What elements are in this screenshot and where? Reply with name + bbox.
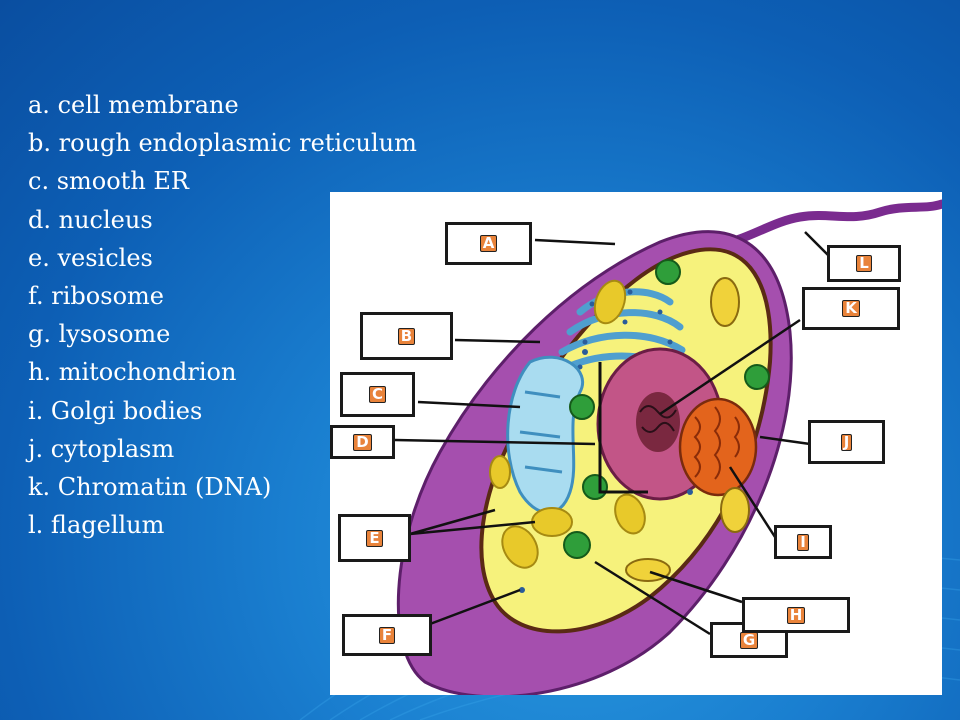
label-box-k: K bbox=[802, 287, 900, 330]
legend-item-h: h. mitochondrion bbox=[28, 358, 237, 387]
label-box-b: B bbox=[360, 312, 453, 360]
legend-item-f: f. ribosome bbox=[28, 282, 164, 311]
lysosomes bbox=[563, 259, 770, 559]
legend-item-e: e. vesicles bbox=[28, 243, 153, 272]
legend-item-b: b. rough endoplasmic reticulum bbox=[28, 129, 417, 158]
label-box-f: F bbox=[342, 614, 432, 656]
mitochondrion-small-2 bbox=[720, 487, 750, 533]
legend-item-j: j. cytoplasm bbox=[28, 434, 175, 463]
label-box-a: A bbox=[445, 222, 532, 265]
legend-item-d: d. nucleus bbox=[28, 205, 153, 234]
cell-drawing bbox=[394, 199, 942, 695]
label-box-e: E bbox=[338, 514, 411, 562]
legend-item-k: k. Chromatin (DNA) bbox=[28, 473, 272, 502]
label-box-h: H bbox=[742, 597, 850, 633]
mitochondrion-large bbox=[678, 397, 758, 497]
label-box-l: L bbox=[827, 245, 901, 282]
label-box-d: D bbox=[330, 425, 395, 459]
legend-item-c: c. smooth ER bbox=[28, 167, 189, 196]
legend-item-a: a. cell membrane bbox=[28, 91, 239, 119]
label-box-i: I bbox=[774, 525, 832, 559]
ribosomes bbox=[519, 349, 693, 593]
legend-item-i: i. Golgi bodies bbox=[28, 396, 203, 425]
legend-item-g: g. lysosome bbox=[28, 320, 171, 349]
vesicles bbox=[489, 279, 646, 569]
legend-item-l: l. flagellum bbox=[28, 511, 165, 540]
mitochondrion-small-1 bbox=[710, 277, 740, 327]
organelle-legend: a. cell membrane b. rough endoplasmic re… bbox=[28, 86, 417, 544]
label-box-c: C bbox=[340, 372, 415, 417]
cell-diagram: A B C D E F G H I J K L bbox=[330, 192, 942, 695]
flagellum bbox=[705, 199, 942, 252]
label-box-j: J bbox=[808, 420, 885, 464]
mitochondrion-small-3 bbox=[625, 558, 671, 582]
